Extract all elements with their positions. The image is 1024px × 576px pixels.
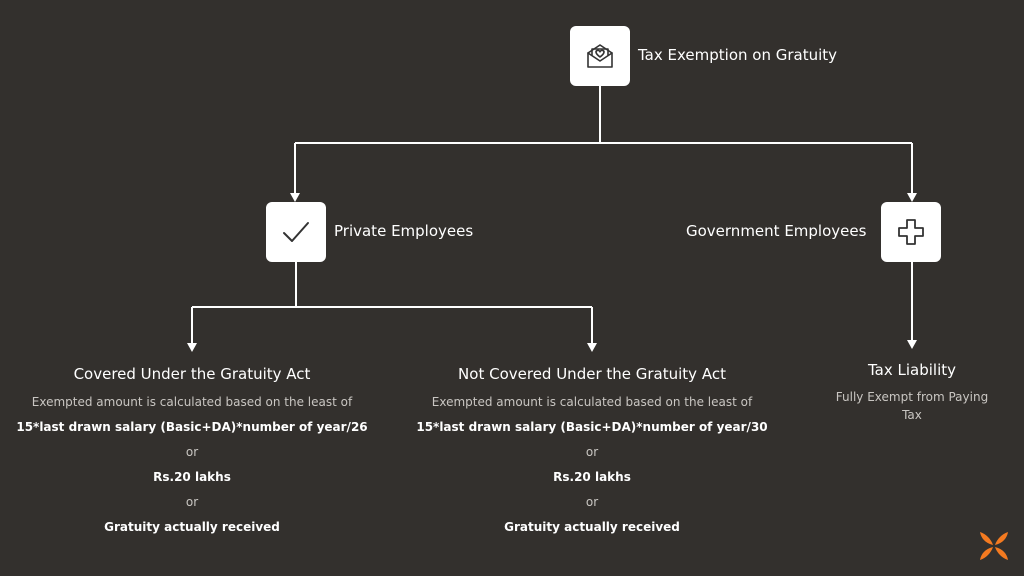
arrowhead-private: [290, 193, 300, 202]
covered-or-1: or: [185, 445, 199, 459]
root-node-box: [570, 26, 630, 86]
private-node-box: [266, 202, 326, 262]
covered-actual: Gratuity actually received: [104, 520, 280, 534]
not-covered-or-1: or: [585, 445, 599, 459]
not-covered-cap: Rs.20 lakhs: [553, 470, 631, 484]
not-covered-intro: Exempted amount is calculated based on t…: [431, 395, 753, 409]
tax-liability-title: Tax Liability: [867, 361, 957, 379]
root-label: Tax Exemption on Gratuity: [638, 46, 838, 64]
butterfly-logo-icon: [980, 532, 1008, 560]
not-covered-or-2: or: [585, 495, 599, 509]
covered-column: Covered Under the Gratuity Act Exempted …: [16, 365, 367, 540]
not-covered-column: Not Covered Under the Gratuity Act Exemp…: [416, 365, 767, 540]
not-covered-title: Not Covered Under the Gratuity Act: [458, 365, 726, 383]
not-covered-actual: Gratuity actually received: [504, 520, 680, 534]
private-label: Private Employees: [334, 222, 474, 240]
tax-liability-column: Tax Liability Fully Exempt from Paying T…: [836, 361, 988, 424]
tax-liability-line-2: Tax: [902, 408, 922, 422]
arrowhead-tax-liability: [907, 340, 917, 349]
government-node-box: [881, 202, 941, 262]
covered-title: Covered Under the Gratuity Act: [73, 365, 311, 383]
covered-formula: 15*last drawn salary (Basic+DA)*number o…: [16, 420, 368, 434]
covered-intro: Exempted amount is calculated based on t…: [31, 395, 353, 409]
checkmark-icon: [283, 222, 309, 242]
covered-or-2: or: [185, 495, 199, 509]
covered-cap: Rs.20 lakhs: [153, 470, 231, 484]
arrowhead-not-covered: [587, 343, 597, 352]
heart-envelope-icon: [587, 44, 613, 68]
plus-icon: [898, 219, 924, 245]
government-label: Government Employees: [686, 222, 867, 240]
not-covered-formula: 15*last drawn salary (Basic+DA)*number o…: [416, 420, 768, 434]
tax-liability-line-1: Fully Exempt from Paying: [835, 390, 989, 404]
arrowhead-covered: [187, 343, 197, 352]
arrowhead-government: [907, 193, 917, 202]
